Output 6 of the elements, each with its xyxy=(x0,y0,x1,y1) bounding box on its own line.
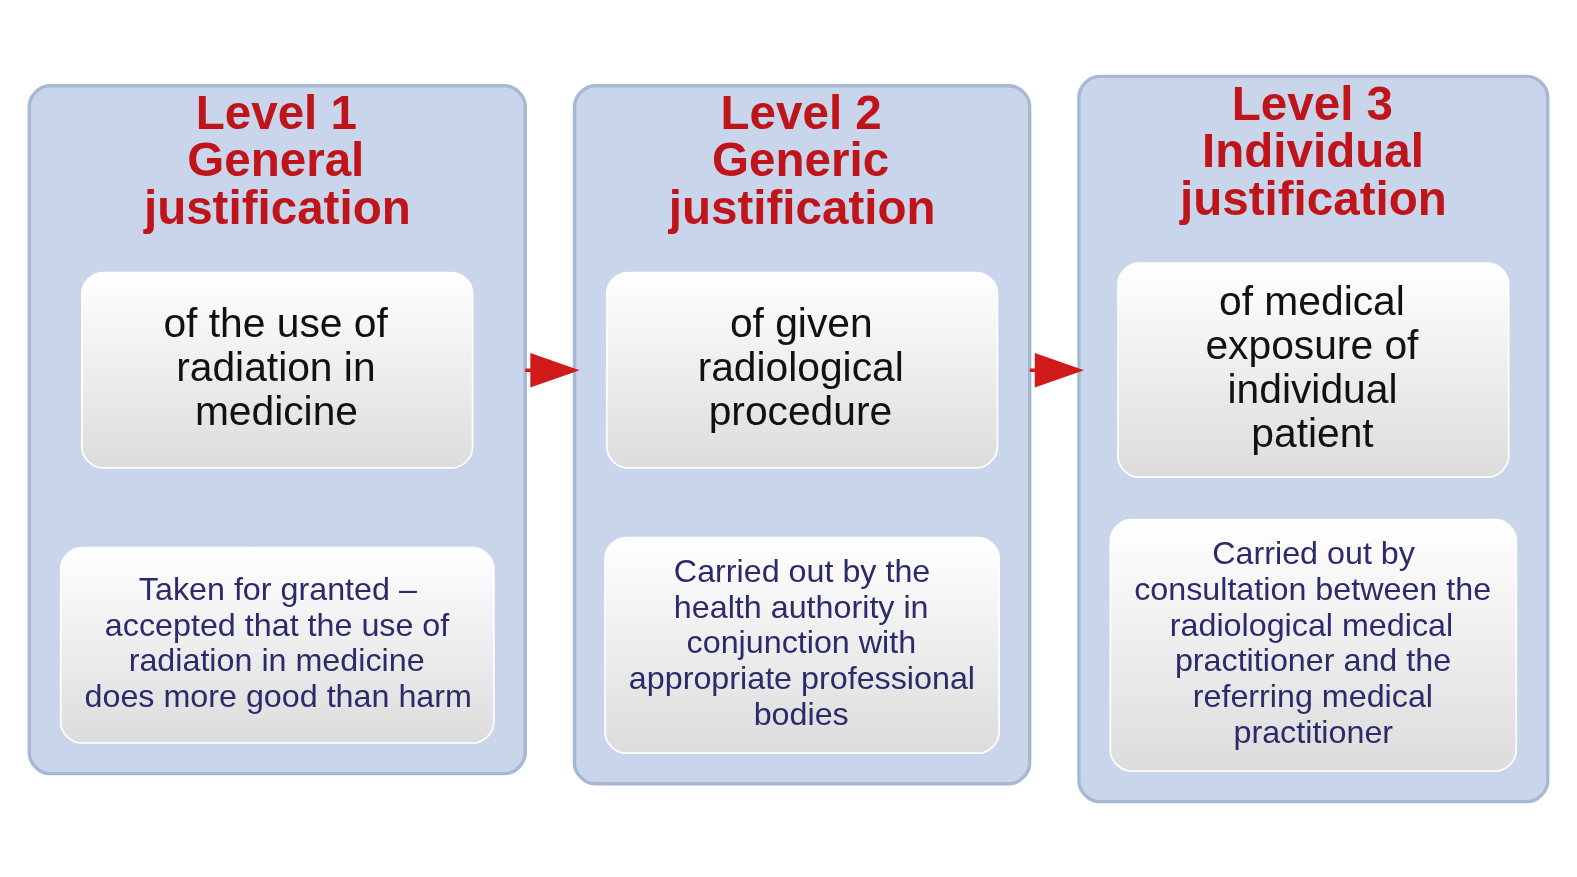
node-box: Carried out by the health authority in conjunction with appropriate professional bodies xyxy=(604,536,1000,754)
node-box: of the use of radiation in medicine xyxy=(81,271,474,469)
node-box: of given radiological procedure xyxy=(605,271,999,469)
node-box: Carried out by consultation between the radiological medical practitioner and the referring medical practitioner xyxy=(1109,518,1518,772)
node-box: Taken for granted – accepted that the use of radiation in medicine does more good than harm xyxy=(59,546,495,744)
node-box: of medical exposure of individual patient xyxy=(1117,261,1510,478)
